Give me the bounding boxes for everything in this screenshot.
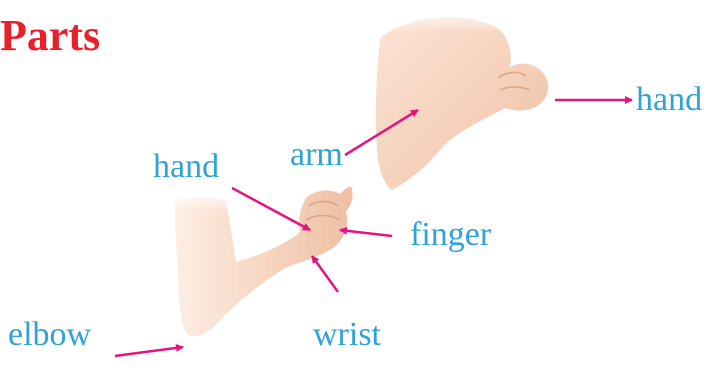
left-arm-image: [168, 187, 353, 337]
arrow-hand-left: [232, 188, 310, 230]
label-finger: finger: [410, 218, 491, 252]
label-hand-right: hand: [636, 83, 702, 117]
label-wrist: wrist: [313, 318, 381, 352]
arrow-wrist: [312, 256, 338, 292]
label-arm: arm: [290, 138, 343, 172]
right-arm-image: [370, 8, 548, 190]
arrow-elbow: [115, 347, 183, 356]
arrow-finger: [340, 230, 392, 236]
label-elbow: elbow: [8, 318, 91, 352]
label-hand-left: hand: [153, 150, 219, 184]
